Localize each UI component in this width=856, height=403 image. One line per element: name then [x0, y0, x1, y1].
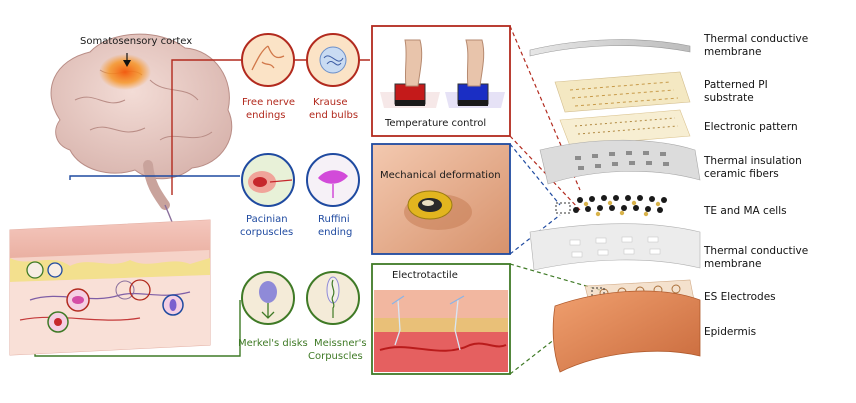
layer-label-6b: membrane: [704, 258, 761, 270]
layer-ceramic-fibers: [539, 139, 701, 185]
receptor-ruffini: Ruffini ending: [306, 153, 360, 238]
layer-pi-substrate: [554, 71, 691, 113]
panel-mechanical: Mechanical deformation: [371, 143, 511, 255]
layer-label-1b: membrane: [704, 46, 761, 58]
pacinian-label-1: Pacinian: [246, 214, 288, 225]
brainstem: [143, 160, 170, 210]
krause-label-2: end bulbs: [309, 110, 358, 121]
pacinian-label-2: corpuscles: [240, 227, 293, 238]
free-nerve-label-2: endings: [246, 110, 286, 121]
mechanical-pathway: [69, 175, 240, 180]
layer-membrane-bottom: [529, 223, 701, 271]
layer-te-ma-cells: [555, 195, 667, 217]
device-layer-stack: [529, 39, 701, 373]
free-nerve-label-1: Free nerve: [242, 97, 295, 108]
electrotactile-label: Electrotactile: [392, 270, 458, 281]
layer-label-2b: substrate: [704, 92, 754, 104]
receptor-pacinian: Pacinian corpuscles: [240, 153, 295, 238]
layer-label-1a: Thermal conductive: [703, 33, 808, 45]
layer-label-7: ES Electrodes: [704, 291, 776, 303]
marker-meissner: [26, 261, 44, 279]
receptor-merkel: Merkel's disks: [238, 271, 308, 349]
thermal-pathway: [171, 59, 240, 195]
ruffini-label-1: Ruffini: [318, 214, 350, 225]
krause-label-1: Krause: [313, 97, 348, 108]
receptor-krause: Krause end bulbs: [306, 33, 360, 121]
meissner-label-1: Meissner's: [314, 338, 367, 349]
arrow-down-icon: [123, 60, 131, 67]
merkel-label: Merkel's disks: [238, 338, 308, 349]
panel-temperature: Temperature control: [371, 25, 511, 137]
receptor-free-nerve: Free nerve endings: [241, 33, 295, 121]
skin-cross-section: [9, 219, 211, 356]
receptor-meissner: Meissner's Corpuscles: [306, 271, 367, 362]
brain-label: Somatosensory cortex: [80, 36, 192, 47]
ruffini-label-2: ending: [318, 227, 352, 238]
layer-label-6a: Thermal conductive: [703, 245, 808, 257]
mechanical-label: Mechanical deformation: [380, 170, 501, 181]
temperature-label: Temperature control: [384, 118, 486, 129]
marker-free-nerve: [129, 279, 151, 301]
layer-label-4a: Thermal insulation: [703, 155, 802, 167]
layer-labels: Thermal conductive membrane Patterned PI…: [703, 33, 808, 338]
layer-label-3: Electronic pattern: [704, 121, 798, 133]
layer-membrane-top: [529, 39, 691, 57]
layer-label-8: Epidermis: [704, 326, 756, 338]
layer-label-4b: ceramic fibers: [704, 168, 779, 180]
marker-krause: [47, 262, 63, 278]
panel-electrotactile: Electrotactile: [371, 263, 511, 375]
layer-epidermis: [552, 290, 701, 373]
brain-illustration: Somatosensory cortex: [50, 33, 233, 210]
cortex-hotspot: [99, 54, 151, 90]
meissner-label-2: Corpuscles: [308, 351, 363, 362]
layer-electronic-pattern: [559, 109, 691, 147]
layer-label-2a: Patterned PI: [704, 79, 768, 91]
layer-label-5: TE and MA cells: [703, 205, 787, 217]
